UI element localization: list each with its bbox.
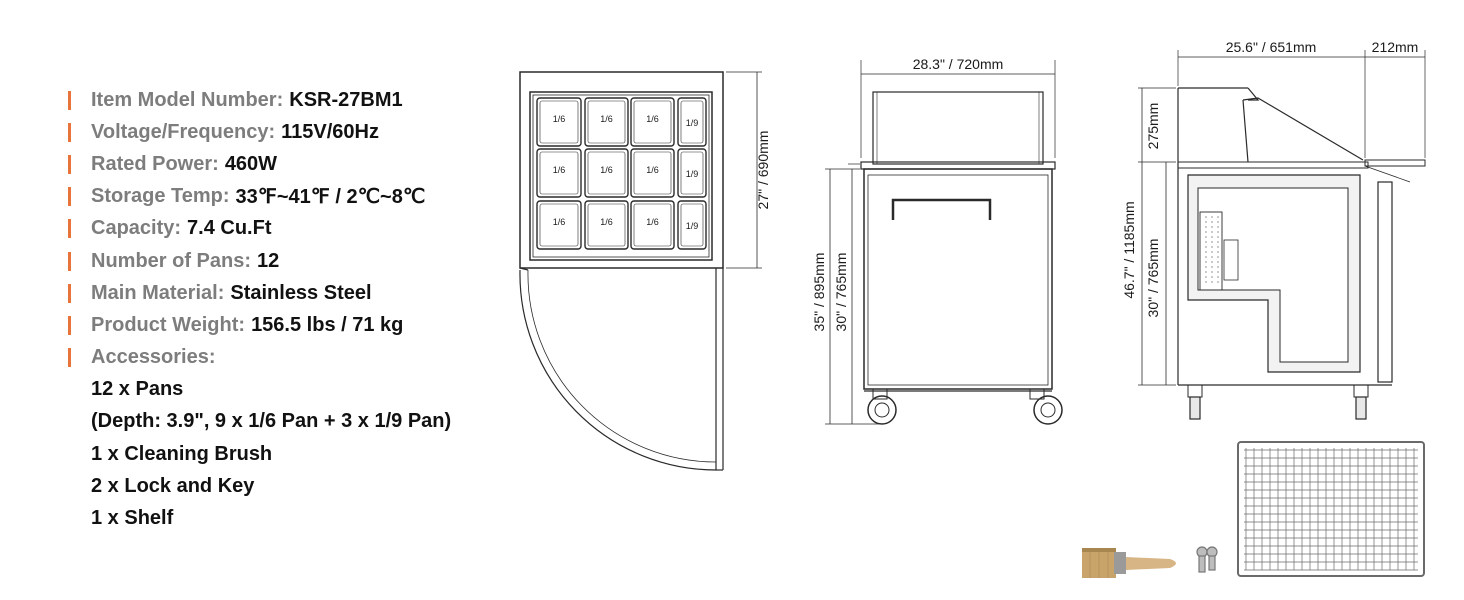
accent-bar: [68, 122, 71, 142]
spec-label: Main Material:: [91, 281, 225, 304]
spec-value: 12: [257, 249, 280, 272]
pan-cell-inner: [539, 151, 579, 195]
pan-cell-inner: [680, 100, 704, 144]
pan-size-label: 1/9: [686, 169, 699, 179]
spec-label: Voltage/Frequency:: [91, 120, 276, 143]
spec-row: Rated Power:460W: [68, 148, 508, 180]
pan-size-label: 1/6: [600, 217, 613, 227]
spec-row: Capacity:7.4 Cu.Ft: [68, 213, 508, 245]
pan-cell-inner: [680, 151, 704, 195]
pan-size-label: 1/6: [553, 114, 566, 124]
accessory-item: (Depth: 3.9", 9 x 1/6 Pan + 3 x 1/9 Pan): [91, 410, 452, 433]
side-counter-height-label: 30" / 765mm: [1145, 239, 1161, 318]
spec-value: 460W: [224, 152, 278, 175]
pan-size-label: 1/6: [646, 114, 659, 124]
accent-bar: [68, 90, 71, 110]
pan-cell-inner: [539, 100, 579, 144]
spec-row: Product Weight:156.5 lbs / 71 kg: [68, 309, 508, 341]
accent-bar: [68, 283, 71, 303]
accent-bar: [68, 154, 71, 174]
front-total-height-label: 35" / 895mm: [811, 253, 827, 332]
brush-image: [1082, 548, 1176, 578]
accent-bar: [68, 348, 71, 368]
pan-grid: 1/6 1/6 1/6 1/9 1/6 1/6 1/6 1/9 1/6 1/6 1/6 1/9: [536, 97, 707, 250]
pan-cell: [677, 97, 707, 147]
pan-cell-inner: [587, 100, 626, 144]
pan-cell: [630, 200, 675, 250]
accessory-item: 1 x Cleaning Brush: [91, 442, 273, 465]
pan-cell: [677, 200, 707, 250]
spec-label: Capacity:: [91, 217, 182, 240]
pan-size-label: 1/9: [686, 221, 699, 231]
spec-value: 156.5 lbs / 71 kg: [251, 313, 404, 336]
spec-label: Rated Power:: [91, 152, 219, 175]
pan-cell: [630, 148, 675, 198]
pan-cell-inner: [633, 100, 672, 144]
spec-row: Storage Temp:33℉~41℉ / 2℃~8℃: [68, 181, 508, 213]
spec-label: Number of Pans:: [91, 249, 252, 272]
pan-cell-inner: [633, 151, 672, 195]
key-image: [1196, 546, 1218, 573]
pan-size-label: 1/6: [600, 114, 613, 124]
pan-size-label: 1/6: [646, 217, 659, 227]
front-view-drawing: [825, 60, 1063, 425]
accessory-item: 12 x Pans: [91, 378, 184, 401]
side-depth-label: 25.6" / 651mm: [1226, 39, 1317, 55]
pan-cell: [584, 97, 629, 147]
accessory-item: 2 x Lock and Key: [91, 474, 255, 497]
spec-list: Item Model Number:KSR-27BM1 Voltage/Freq…: [68, 84, 508, 535]
accent-bar: [68, 219, 71, 239]
pan-size-label: 1/9: [686, 118, 699, 128]
pan-size-label: 1/6: [646, 165, 659, 175]
top-view-depth-label: 27" / 690mm: [755, 131, 771, 210]
front-counter-height-label: 30" / 765mm: [833, 253, 849, 332]
spec-row: Accessories:: [68, 342, 508, 374]
spec-label: Accessories:: [91, 346, 216, 369]
pan-cell-inner: [633, 203, 672, 247]
pan-cell: [677, 148, 707, 198]
spec-label: Storage Temp:: [91, 185, 230, 208]
accent-bar: [68, 251, 71, 271]
side-view-drawing: [1138, 50, 1426, 420]
spec-row: Main Material:Stainless Steel: [68, 277, 508, 309]
pan-size-label: 1/6: [553, 165, 566, 175]
spec-row: Item Model Number:KSR-27BM1: [68, 84, 508, 116]
pan-cell: [584, 148, 629, 198]
spec-value: 33℉~41℉ / 2℃~8℃: [235, 186, 426, 209]
spec-row: Number of Pans:12: [68, 245, 508, 277]
pan-cell: [536, 97, 582, 147]
shelf-image: [1237, 441, 1425, 577]
pan-cell: [584, 200, 629, 250]
accessory-item: 1 x Shelf: [91, 507, 174, 530]
side-total-height-label: 46.7" / 1185mm: [1121, 201, 1137, 298]
spec-label: Item Model Number:: [91, 88, 284, 111]
spec-value: 7.4 Cu.Ft: [187, 217, 272, 240]
accent-bar: [68, 315, 71, 335]
front-width-label: 28.3" / 720mm: [913, 56, 1004, 72]
pan-cell: [630, 97, 675, 147]
spec-label: Product Weight:: [91, 313, 246, 336]
spec-value: 115V/60Hz: [281, 120, 379, 143]
pan-cell-inner: [587, 151, 626, 195]
side-lid-height-label: 275mm: [1145, 103, 1161, 150]
pan-cell: [536, 200, 582, 250]
pan-size-label: 1/6: [600, 165, 613, 175]
pan-cell-inner: [539, 203, 579, 247]
spec-value: Stainless Steel: [230, 281, 372, 304]
spec-value: KSR-27BM1: [289, 88, 403, 111]
top-view-drawing: [519, 71, 762, 471]
pan-cell: [536, 148, 582, 198]
pan-cell-inner: [680, 203, 704, 247]
pan-cell-inner: [587, 203, 626, 247]
side-board-label: 212mm: [1372, 39, 1419, 55]
accent-bar: [68, 187, 71, 207]
spec-row: Voltage/Frequency:115V/60Hz: [68, 116, 508, 148]
pan-size-label: 1/6: [553, 217, 566, 227]
